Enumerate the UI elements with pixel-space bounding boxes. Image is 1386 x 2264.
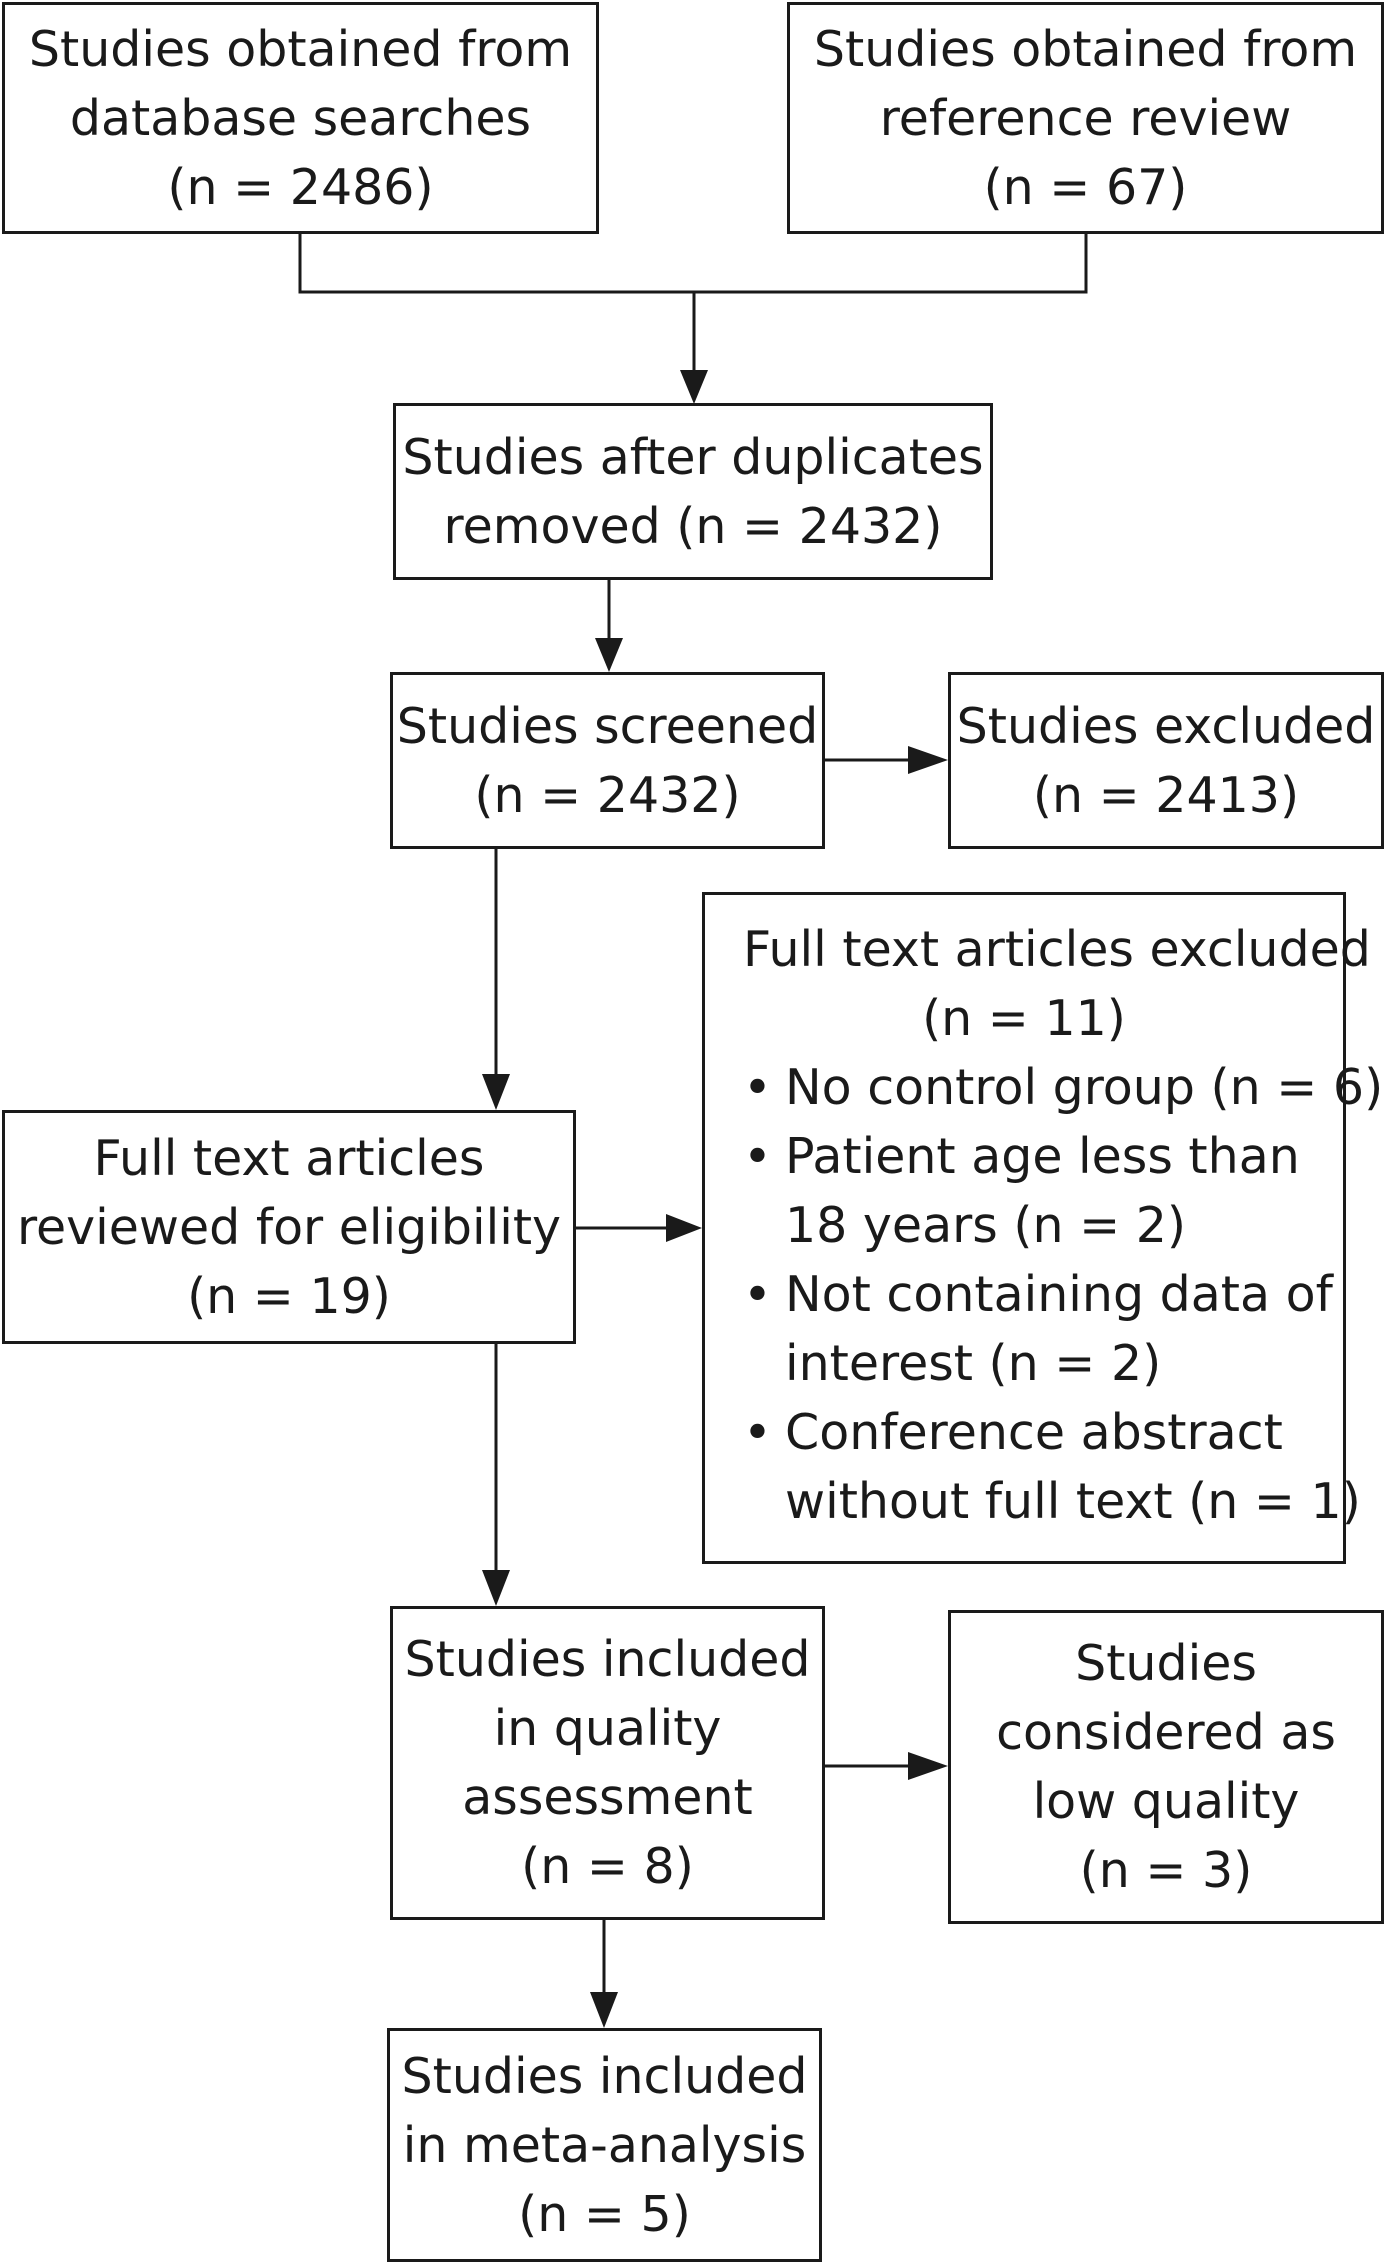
box-line: Studies obtained from [28,20,573,78]
box-fulltext-reviewed: Full text articles reviewed for eligibil… [2,1110,576,1344]
reason-text: No control group (n = 6) [785,1053,1383,1122]
study-count: (n = 5) [518,2185,691,2243]
exclusion-reason: • Conference abstract without full text … [743,1398,1361,1536]
study-count: (n = 3) [1079,1842,1253,1899]
reason-line: Not containing data of [785,1266,1333,1323]
box-line: Studies included [404,1631,811,1688]
study-count: (n = 2432) [474,766,741,824]
box-line: Studies excluded [956,697,1376,755]
box-line: in meta-analysis [402,2116,807,2174]
box-low-quality: Studies considered as low quality (n = 3… [948,1610,1384,1924]
exclusion-reason: • No control group (n = 6) [743,1053,1383,1122]
arrowhead-right [908,746,948,774]
study-count: (n = 2413) [1032,766,1300,824]
bullet-icon: • [743,1404,772,1461]
reason-text: Patient age less than 18 years (n = 2) [785,1122,1300,1260]
box-screened: Studies screened (n = 2432) [390,672,825,849]
study-count: (n = 2486) [167,158,434,216]
study-count: (n = 67) [983,158,1188,216]
study-count: (n = 19) [187,1267,391,1325]
reason-line: interest (n = 2) [785,1335,1162,1392]
bullet-icon: • [743,1128,772,1185]
exclusion-reason: • Not containing data of interest (n = 2… [743,1260,1333,1398]
reason-line: No control group (n = 6) [785,1059,1384,1116]
reason-line: Patient age less than [785,1128,1300,1185]
box-after-duplicates: Studies after duplicates removed (n = 24… [393,403,993,580]
box-line: Studies after duplicates [402,428,984,486]
box-reference-review: Studies obtained from reference review (… [787,2,1384,234]
box-line: Studies obtained from [813,20,1358,78]
reason-text: Conference abstract without full text (n… [785,1398,1361,1536]
arrowhead-down [590,1992,618,2028]
box-line: Studies screened [396,697,819,755]
reason-line: without full text (n = 1) [785,1473,1361,1530]
box-line: removed [443,497,677,555]
box-database-searches: Studies obtained from database searches … [2,2,599,234]
bullet-icon: • [743,1266,772,1323]
box-quality-assessment: Studies included in quality assessment (… [390,1606,825,1920]
arrowhead-right [666,1214,702,1242]
exclusion-reason: • Patient age less than 18 years (n = 2) [743,1122,1300,1260]
arrowhead-right [908,1752,948,1780]
bullet-icon: • [743,1059,772,1116]
reason-line: Conference abstract [785,1404,1283,1461]
reason-line: 18 years (n = 2) [785,1197,1187,1254]
box-line: reference review [879,89,1292,147]
box-excluded: Studies excluded (n = 2413) [948,672,1384,849]
box-line: low quality [1032,1773,1300,1830]
arrowhead-down [482,1570,510,1606]
box-fulltext-excluded: Full text articles excluded (n = 11) • N… [702,892,1383,1564]
arrowhead-down [595,638,623,672]
box-line: considered as [996,1704,1336,1761]
arrowhead-down [482,1074,510,1110]
box-line: Full text articles [93,1129,485,1187]
box-meta-analysis: Studies included in meta-analysis (n = 5… [387,2028,822,2262]
arrowhead-down [680,370,708,404]
box-line: Studies [1075,1635,1257,1692]
box-title: Full text articles excluded [743,921,1371,978]
box-line: Studies included [401,2047,808,2105]
study-count: (n = 2432) [676,497,943,555]
box-line: in quality [493,1700,722,1757]
study-count: (n = 8) [521,1838,694,1895]
box-line: reviewed for eligibility [16,1198,562,1256]
study-count: (n = 11) [922,990,1126,1047]
box-line: database searches [69,89,532,147]
merge-connector [298,234,1088,294]
reason-text: Not containing data of interest (n = 2) [785,1260,1333,1398]
study-count-line: removed (n = 2432) [444,492,943,561]
box-line: assessment [462,1769,753,1826]
